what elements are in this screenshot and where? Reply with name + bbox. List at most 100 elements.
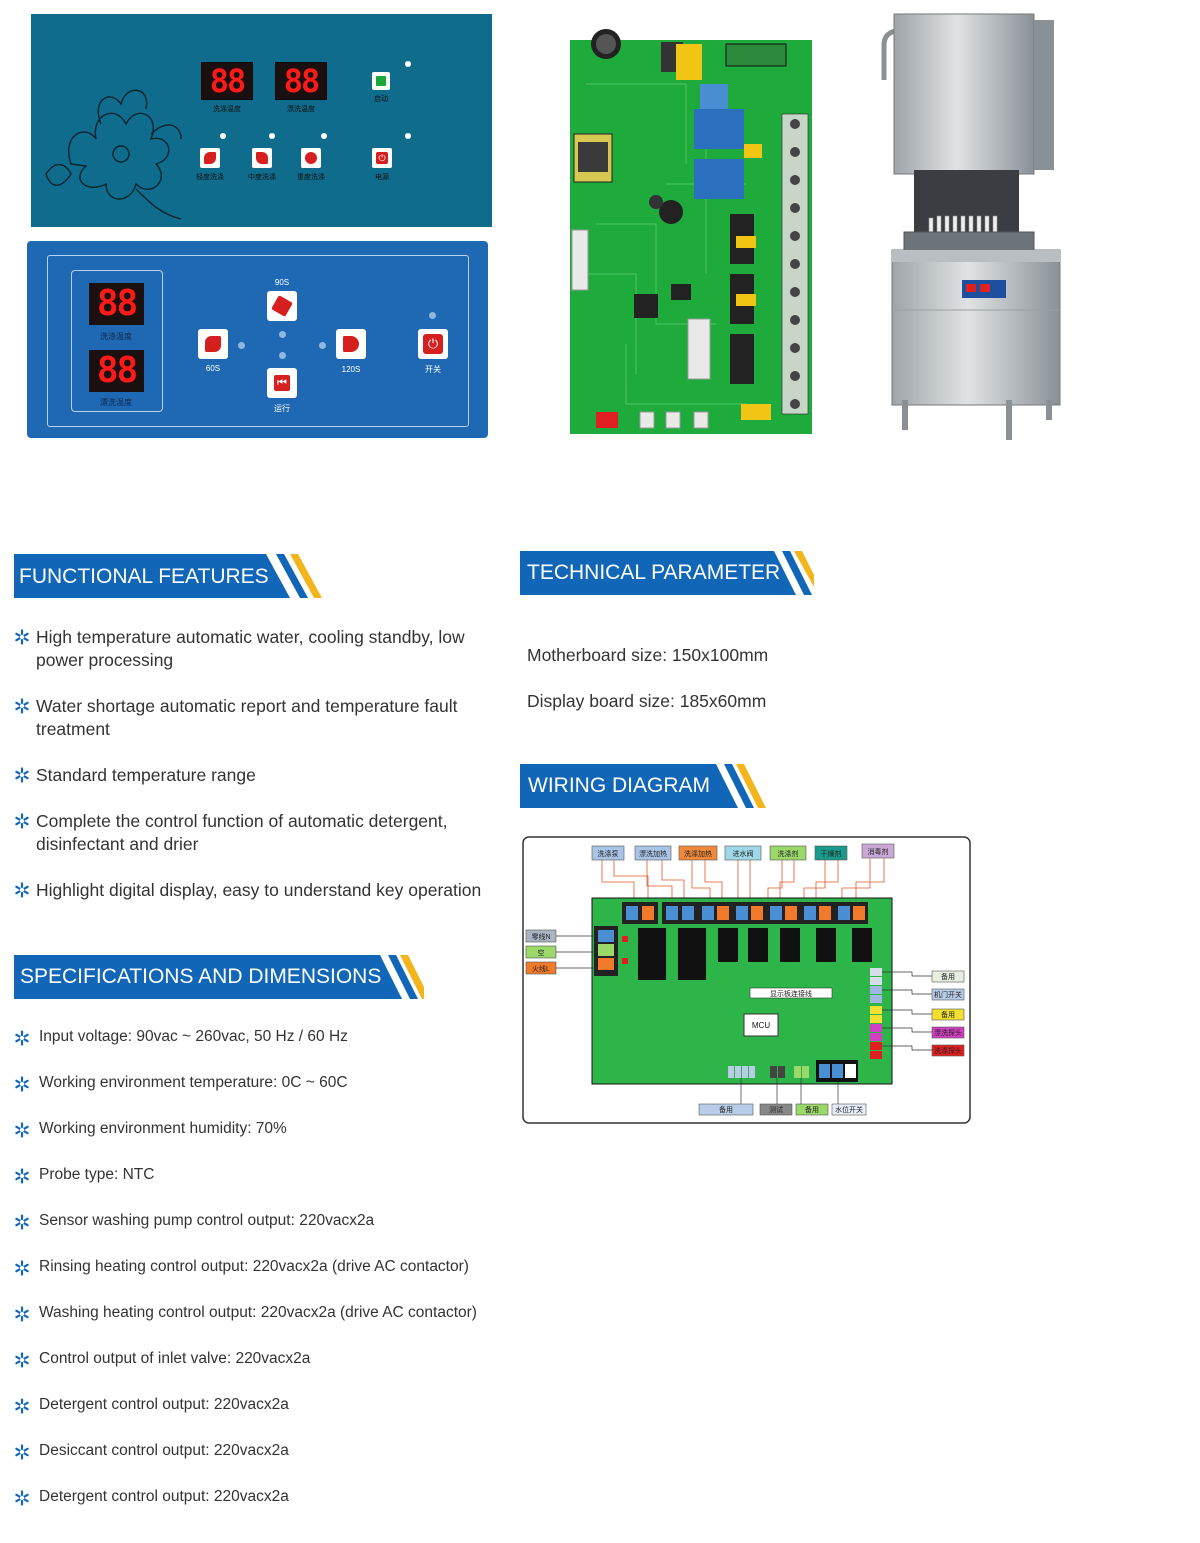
60s-label: 60S (205, 364, 221, 373)
label-desiccant: 干燥剂 (821, 849, 842, 858)
label-detergent: 洗涤剂 (778, 849, 799, 858)
snowflake-icon (14, 881, 30, 898)
control-panel-1: 88 88 洗涤温度 漂洗温度 启动 ⏻ 轻度洗涤 中度洗涤 重度洗涤 电源 (31, 14, 492, 227)
indicator-led (319, 342, 326, 349)
feature-text: Complete the control function of automat… (36, 811, 448, 854)
power-button[interactable]: ⏻ (418, 329, 448, 359)
power-icon: ⏻ (423, 334, 443, 354)
label-water-level-switch: 水位开关 (835, 1105, 863, 1114)
display-frame (71, 270, 163, 412)
medium-wash-button[interactable] (252, 148, 272, 168)
snowflake-icon (14, 1260, 30, 1276)
spec-text: Probe type: NTC (39, 1166, 155, 1183)
indicator-led (405, 61, 411, 67)
spec-text: Control output of inlet valve: 220vacx2a (39, 1350, 311, 1367)
spec-text: Detergent control output: 220vacx2a (39, 1488, 289, 1505)
feature-item: Standard temperature range (14, 764, 494, 788)
label-rinse-heating: 漂洗加热 (639, 849, 667, 858)
run-button[interactable]: ⏮ (267, 368, 297, 398)
60s-button[interactable] (198, 329, 228, 359)
spec-text: Working environment humidity: 70% (39, 1120, 287, 1137)
specifications-banner: SPECIFICATIONS AND DIMENSIONS (14, 955, 424, 999)
spec-item: Input voltage: 90vac ~ 260vac, 50 Hz / 6… (14, 1028, 514, 1050)
wash-temp-digits: 88 (209, 62, 247, 100)
spec-item: Probe type: NTC (14, 1166, 514, 1188)
power-button[interactable]: ⏻ (372, 148, 392, 168)
dishwasher-image (881, 13, 1061, 440)
label-spare: 备用 (805, 1105, 819, 1114)
wash-temp-label: 洗涤温度 (100, 332, 132, 341)
rinse-temp-display: 88 (275, 62, 327, 100)
label-spare: 备用 (941, 1010, 955, 1019)
label-empty: 空 (538, 948, 545, 957)
panel-frame (47, 255, 469, 427)
snowflake-icon (14, 1444, 30, 1460)
wiring-diagram-title: WIRING DIAGRAM (528, 774, 710, 797)
snowflake-icon (14, 1306, 30, 1322)
rinse-temp-label: 漂洗温度 (100, 398, 132, 407)
120s-button[interactable] (336, 329, 366, 359)
indicator-led (238, 342, 245, 349)
banner-graphic (520, 551, 814, 595)
display-board-connector-label: 显示板连接线 (770, 989, 812, 998)
start-button[interactable] (372, 72, 390, 90)
rinse-temp-display: 88 (89, 350, 144, 392)
snowflake-icon (14, 812, 30, 829)
spec-item: Sensor washing pump control output: 220v… (14, 1212, 514, 1234)
snowflake-icon (14, 1352, 30, 1368)
90s-button[interactable] (267, 291, 297, 321)
left-labels: 零线N 空 火线L (525, 929, 557, 975)
technical-parameter-banner: TECHNICAL PARAMETER (520, 551, 820, 595)
spec-item: Working environment temperature: 0C ~ 60… (14, 1074, 514, 1096)
medium-wash-icon (256, 152, 268, 164)
snowflake-icon (14, 1214, 30, 1230)
light-wash-label: 轻度洗涤 (196, 174, 224, 181)
pot-icon (205, 336, 221, 352)
snowflake-icon (14, 1168, 30, 1184)
indicator-led (429, 312, 436, 319)
run-label: 运行 (274, 404, 290, 413)
spec-item: Rinsing heating control output: 220vacx2… (14, 1258, 514, 1280)
feature-item: Highlight digital display, easy to under… (14, 879, 494, 925)
feature-item: High temperature automatic water, coolin… (14, 626, 494, 672)
banner-graphic (14, 554, 322, 598)
indicator-led (279, 331, 286, 338)
start-label: 启动 (374, 96, 388, 103)
wash-temp-digits: 88 (96, 283, 138, 324)
heavy-wash-icon (305, 152, 317, 164)
param-motherboard-size: Motherboard size: 150x100mm (527, 645, 769, 665)
label-inlet-valve: 进水阀 (733, 849, 754, 858)
feature-text: High temperature automatic water, coolin… (36, 627, 465, 670)
spec-item: Desiccant control output: 220vacx2a (14, 1442, 514, 1464)
medium-wash-label: 中度洗涤 (248, 174, 276, 181)
power-icon: ⏻ (376, 152, 388, 164)
technical-parameter-title: TECHNICAL PARAMETER (527, 561, 781, 584)
wiring-diagram-banner: WIRING DIAGRAM (520, 764, 780, 808)
label-wash-probe: 洗涤探头 (934, 1046, 962, 1055)
heavy-wash-label: 重度洗涤 (297, 174, 325, 181)
wash-temp-display: 88 (201, 62, 253, 100)
label-spare: 备用 (941, 972, 955, 981)
wash-temp-display: 88 (89, 283, 144, 325)
snowflake-icon (14, 1398, 30, 1414)
bottom-labels: 备用 测试 备用 水位开关 (698, 1103, 867, 1116)
wiring-diagram: 洗涤泵 漂洗加热 洗涤加热 进水阀 洗涤剂 干燥剂 消毒剂 (522, 836, 971, 1124)
power-label: 开关 (425, 365, 441, 374)
label-wash-heating: 洗涤加热 (684, 849, 712, 858)
label-test: 测试 (769, 1105, 783, 1114)
snowflake-icon (14, 628, 30, 645)
pcb-image (570, 29, 812, 434)
pot-icon (271, 295, 293, 317)
pot-icon (343, 336, 359, 352)
light-wash-button[interactable] (200, 148, 220, 168)
power-label: 电源 (375, 174, 389, 181)
indicator-led (405, 133, 411, 139)
spec-item: Detergent control output: 220vacx2a (14, 1488, 514, 1510)
spec-text: Desiccant control output: 220vacx2a (39, 1442, 289, 1459)
label-spare: 备用 (719, 1105, 733, 1114)
snowflake-icon (14, 1030, 30, 1046)
spec-item: Washing heating control output: 220vacx2… (14, 1304, 514, 1326)
param-display-board-size: Display board size: 185x60mm (527, 691, 767, 711)
snowflake-icon (14, 766, 30, 783)
heavy-wash-button[interactable] (301, 148, 321, 168)
